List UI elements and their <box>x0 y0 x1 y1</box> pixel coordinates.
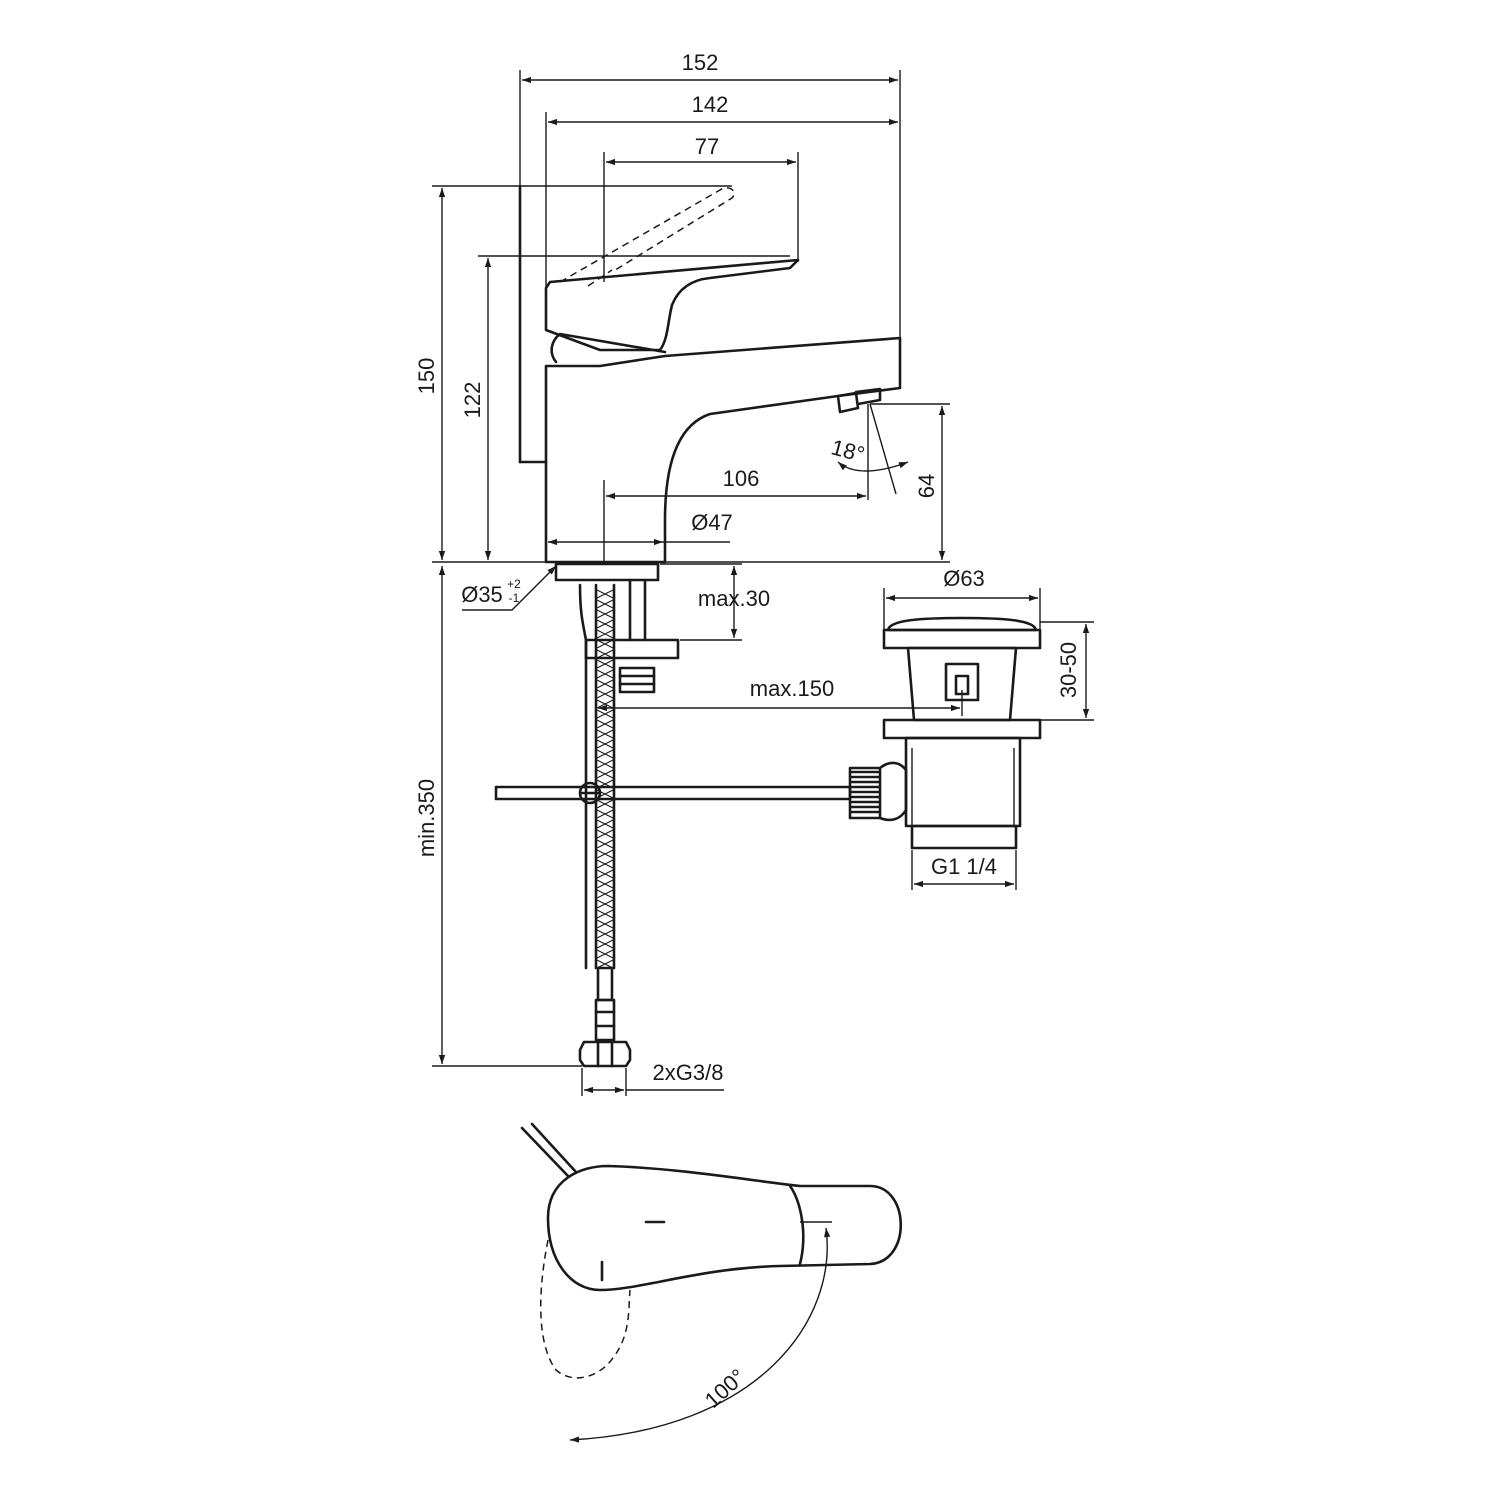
dim-max-30: max.30 <box>698 586 770 611</box>
dim-dia-35: Ø35 <box>461 582 503 607</box>
under-counter-assembly <box>494 578 852 1068</box>
faucet-top-view <box>520 1122 902 1379</box>
connector-thread <box>850 770 880 814</box>
hose-braid <box>596 589 614 969</box>
dim-dia-35-tol-lower: -1 <box>509 591 520 605</box>
dim-142: 142 <box>692 92 729 117</box>
dim-30-50: 30-50 <box>1056 642 1081 698</box>
dim-18-deg: 18° <box>829 434 868 467</box>
dim-dia-63: Ø63 <box>943 566 985 591</box>
pop-up-waste <box>848 616 1042 850</box>
dim-2x-g3-8: 2xG3/8 <box>653 1060 724 1085</box>
dimension-labels: 152 142 77 150 122 18° 106 64 Ø47 Ø35 +2… <box>414 50 1081 1413</box>
dim-dia-35-tol-upper: +2 <box>507 577 521 591</box>
dim-100-deg: 100° <box>700 1364 751 1413</box>
dim-152: 152 <box>682 50 719 75</box>
dim-g1-1-4: G1 1/4 <box>931 854 997 879</box>
dim-106: 106 <box>723 466 760 491</box>
dim-min-350: min.350 <box>414 779 439 857</box>
dim-77: 77 <box>695 134 719 159</box>
dim-64: 64 <box>914 474 939 498</box>
dim-150: 150 <box>414 358 439 395</box>
dimension-lines <box>432 70 1094 1443</box>
faucet-side-view <box>518 184 902 582</box>
dim-max-150: max.150 <box>750 676 834 701</box>
dim-122: 122 <box>460 382 485 419</box>
dim-dia-47: Ø47 <box>691 510 733 535</box>
